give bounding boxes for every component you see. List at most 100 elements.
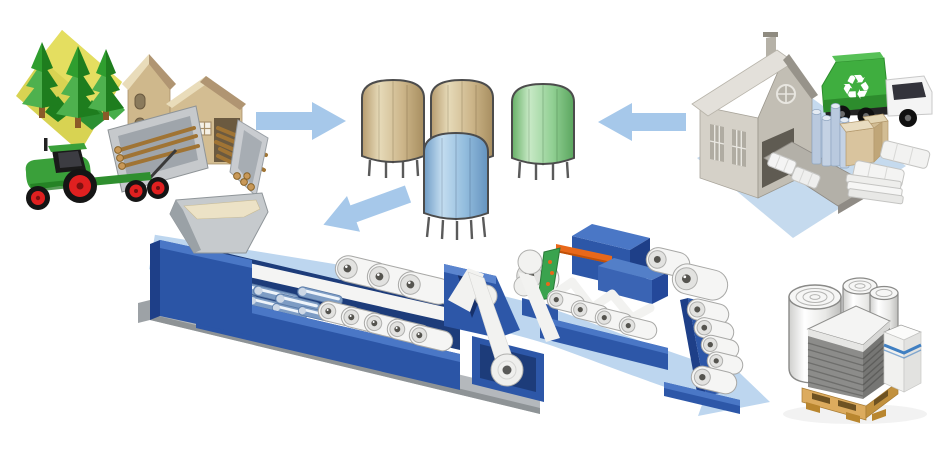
box-front (883, 331, 905, 393)
trailer-tipping-arm (148, 148, 178, 180)
silo-legs (517, 161, 570, 180)
pulp-hopper (169, 192, 269, 254)
pulp-surface (183, 199, 261, 220)
tractor-rear-wheel (63, 169, 97, 203)
stack-top-edge (863, 321, 890, 352)
paper-machine (138, 192, 544, 414)
hopper-side-shade (170, 200, 201, 253)
pallet-slot (812, 393, 830, 404)
stack-right (863, 328, 890, 399)
house-front-wall (699, 105, 759, 199)
arched-window (134, 93, 146, 110)
tower-top-edge (160, 240, 252, 268)
round-window (776, 84, 796, 104)
paper-bale (879, 140, 931, 169)
coater-sheet (518, 272, 560, 342)
stack-top-edge (808, 329, 863, 352)
arrow-silos-to-machine (323, 185, 412, 232)
trailer-beam (88, 172, 152, 186)
trailer-wheel (125, 180, 147, 202)
sheet-pallet (801, 305, 899, 423)
machine-front-wall-edge (196, 292, 460, 362)
cab-window (58, 151, 82, 168)
wound-roll-layer (497, 360, 517, 380)
waste-paper-pile (811, 103, 931, 205)
calender-stack (645, 247, 744, 414)
tall-window (709, 124, 725, 162)
exhaust-pipe (44, 138, 48, 151)
drying-cylinders-top (334, 255, 453, 305)
green-silo (511, 82, 575, 180)
calender-roll (690, 365, 738, 395)
pallet-slot (838, 400, 856, 411)
tan-silo (361, 78, 425, 178)
pine-tree (22, 42, 62, 118)
stack-layers (807, 342, 864, 397)
tractor-front-wheel (26, 186, 50, 210)
wound-roll-core (502, 365, 512, 375)
truck-cab-window (892, 82, 926, 100)
pallet-foot (806, 402, 820, 413)
feed-roll (517, 249, 543, 275)
truck-body-top (832, 52, 884, 62)
coater-screen-panel (537, 247, 561, 301)
reel-stand (444, 264, 544, 402)
folded-paper-stack (845, 173, 904, 205)
log-ends (233, 172, 255, 191)
web-path (547, 277, 655, 323)
blue-silo (423, 131, 489, 240)
machine-front-wall (196, 292, 460, 390)
coating-unit (513, 224, 668, 370)
pallet-foot (846, 412, 860, 423)
chimney-cap (763, 32, 778, 37)
silo-legs (425, 216, 487, 240)
paper-web (200, 252, 458, 324)
trailer-log-ends (114, 146, 126, 170)
sawmill-roof-dark (200, 76, 246, 110)
sawmill-roof-light (166, 76, 212, 108)
house-roof-edge (783, 54, 818, 99)
sawmill-roof-light (122, 54, 149, 90)
recycle-icon: ♻ (840, 67, 873, 109)
paper-bale (767, 152, 797, 175)
pallet-foot (872, 409, 886, 421)
log-chute-inner (238, 130, 262, 186)
forest (16, 30, 125, 152)
calender-roll (706, 351, 744, 375)
paper-products (783, 277, 927, 424)
cardboard-box (839, 119, 883, 167)
arrow-recycled-to-silos (598, 103, 686, 141)
calender-foot-edge (664, 382, 740, 406)
arrow-wood-to-silos (256, 102, 346, 140)
sawmill-roof-dark (149, 54, 176, 90)
machine-base-cap (138, 300, 150, 323)
box-strap (883, 349, 922, 359)
calender-roll (686, 298, 730, 326)
wrapped-ream-box (883, 324, 922, 393)
coater-base-edge (540, 316, 668, 354)
calender-roll (693, 317, 735, 343)
pallet-slot (874, 390, 888, 406)
silo-legs (367, 159, 420, 178)
paper-bale (791, 166, 821, 189)
trailer-wheel (147, 177, 169, 199)
box-strap (883, 343, 922, 355)
stack-front (808, 336, 863, 399)
log-tractor (25, 105, 209, 210)
cab-roof (48, 143, 87, 152)
recycling-truck: ♻ (821, 52, 933, 127)
drying-cylinders-front (317, 300, 454, 352)
pine-tree (88, 49, 124, 120)
coater-lower-box (598, 258, 668, 304)
coater-blade-shade (556, 250, 612, 264)
tower-front (160, 240, 252, 336)
box-side (903, 331, 922, 393)
pine-tree (56, 46, 100, 128)
trailer-logs (118, 126, 200, 168)
pulp-storage-silos (361, 78, 575, 240)
calender-roll (671, 263, 729, 301)
coater-rollers (546, 290, 658, 340)
truck-wheel (899, 109, 917, 127)
